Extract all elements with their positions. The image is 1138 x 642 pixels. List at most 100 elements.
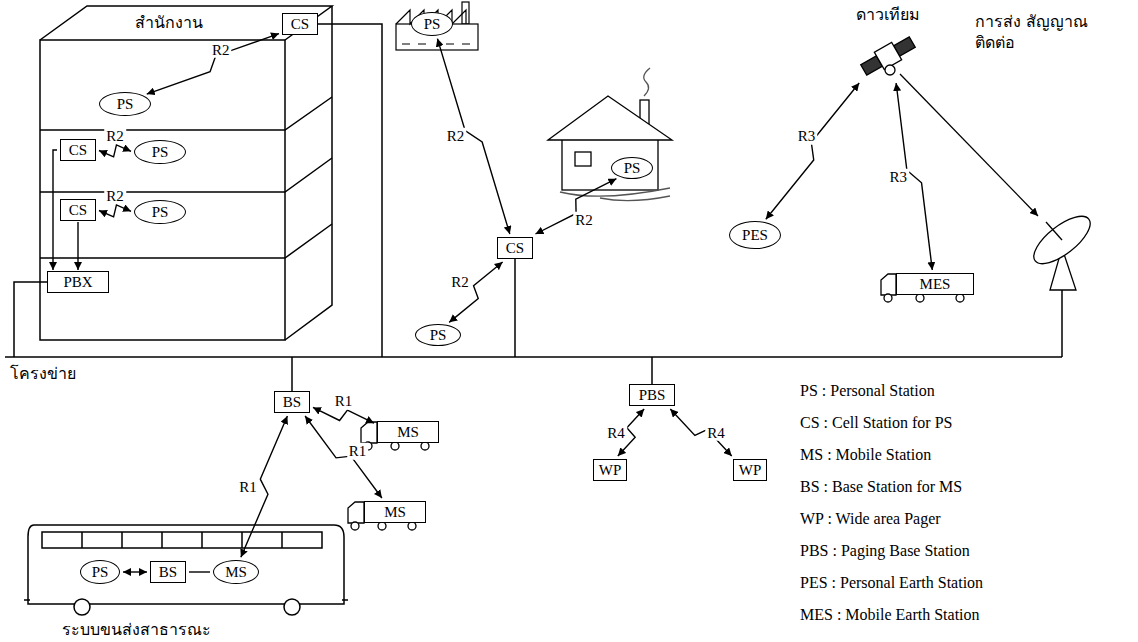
- wheel: [284, 599, 300, 615]
- radio-link: [99, 205, 131, 217]
- link-label: R2: [445, 128, 467, 145]
- node-heading: สำนักงาน: [135, 10, 203, 35]
- radio-link: [147, 34, 279, 94]
- node-text: PS: [92, 563, 109, 581]
- link-label: R3: [887, 168, 909, 185]
- legend-entry: MES : Mobile Earth Station: [800, 606, 980, 624]
- node-text: CS: [69, 201, 87, 219]
- personal-station: PS: [411, 12, 453, 36]
- outline-stroke: [40, 224, 332, 258]
- legend-entry: CS : Cell Station for PS: [800, 414, 952, 432]
- radio-link: [449, 262, 502, 322]
- bs-wire: [291, 357, 293, 391]
- legend-entry: BS : Base Station for MS: [800, 478, 962, 496]
- node-heading: ระบบขนส่งสาธารณะ: [62, 617, 211, 642]
- pbs-wire: [651, 357, 653, 385]
- node-text: MS: [384, 503, 406, 521]
- paging-base-station: PBS: [629, 384, 675, 406]
- outline-stroke: [24, 599, 348, 601]
- node-text: CS: [291, 15, 309, 33]
- link-label: R2: [210, 42, 232, 59]
- satellite-picture: [859, 33, 917, 78]
- radio-link: [766, 83, 859, 219]
- outline-stroke: [40, 158, 332, 192]
- link-label: R1: [347, 443, 369, 460]
- personal-station: PS: [80, 560, 120, 584]
- node-text: WP: [599, 461, 622, 479]
- node-text: WP: [739, 461, 762, 479]
- wire-link: [123, 571, 147, 572]
- link-label: R2: [104, 188, 126, 205]
- link-label: R4: [605, 424, 627, 441]
- cell-station: CS: [282, 13, 318, 35]
- node-heading: ดาวเทียม: [856, 2, 920, 27]
- personal-station: PS: [99, 92, 151, 116]
- wheel: [74, 599, 90, 615]
- radio-link: [99, 145, 131, 157]
- cell-station: CS: [497, 237, 533, 259]
- node-text: CS: [506, 239, 524, 257]
- outline-stroke: [40, 40, 285, 340]
- personal-station: PS: [611, 157, 653, 179]
- network-lines: [5, 24, 1062, 391]
- radio-link: [313, 407, 374, 423]
- wire-link: [53, 150, 57, 270]
- pbx-box: PBX: [47, 271, 109, 293]
- node-text: PBS: [639, 386, 666, 404]
- house-picture: [548, 68, 672, 201]
- text-label: การส่ง สัญญาณติดต่อ: [975, 12, 1095, 54]
- link-label: R2: [449, 274, 471, 291]
- node-text: PS: [117, 95, 134, 113]
- outline-stroke: [82, 532, 282, 548]
- link-label: R3: [796, 128, 818, 145]
- outline-stroke: [42, 532, 322, 548]
- outline-stroke: [40, 97, 332, 130]
- wire-link: [77, 222, 78, 270]
- node-text: PS: [152, 203, 169, 221]
- outline-stroke: [40, 6, 332, 40]
- node-text: MES: [920, 275, 951, 293]
- link-label: R1: [333, 393, 355, 410]
- legend-entry: WP : Wide area Pager: [800, 510, 941, 528]
- satellite: ดาวเทียม: [852, 2, 924, 80]
- link-label: R2: [573, 212, 595, 229]
- cs-wire: [514, 258, 516, 357]
- network-bus: [5, 356, 1062, 358]
- link-label: R4: [705, 424, 727, 441]
- node-text: PES: [742, 226, 768, 244]
- node-text: PS: [424, 15, 441, 33]
- node-text: PS: [430, 326, 447, 344]
- radio-link: [305, 416, 382, 498]
- earth-station: PES: [729, 221, 781, 249]
- office-building: CS PS CS PS CS PS PBX สำนักงาน: [40, 0, 335, 342]
- uplink-line: [900, 74, 1038, 216]
- outline-stroke: [28, 525, 344, 604]
- node-text: PBX: [63, 273, 92, 291]
- mobile-station: MS: [213, 560, 259, 584]
- legend-entry: MS : Mobile Station: [800, 446, 931, 464]
- dish-picture: [1027, 208, 1098, 290]
- node-text: MS: [397, 423, 419, 441]
- personal-station: PS: [134, 140, 186, 164]
- mobile-station: MS: [364, 501, 426, 523]
- cell-station: CS: [60, 199, 96, 221]
- truck-pictures: [348, 274, 964, 530]
- pager-box: WP: [593, 459, 627, 481]
- node-text: BS: [283, 393, 301, 411]
- node-text: BS: [159, 563, 177, 581]
- pager-box: WP: [733, 459, 767, 481]
- cs-wire: [318, 24, 382, 357]
- legend-entry: PBS : Paging Base Station: [800, 542, 970, 560]
- text-label: โครงข่าย: [10, 364, 76, 385]
- factory-picture: [396, 2, 478, 50]
- node-text: CS: [69, 141, 87, 159]
- wire-link: [189, 571, 210, 572]
- link-label: R1: [237, 478, 259, 495]
- legend-entry: PS : Personal Station: [800, 382, 935, 400]
- node-text: PS: [624, 159, 641, 177]
- personal-station: PS: [415, 324, 461, 346]
- radio-link: [670, 409, 731, 456]
- mobile-earth-station: MES: [896, 273, 974, 295]
